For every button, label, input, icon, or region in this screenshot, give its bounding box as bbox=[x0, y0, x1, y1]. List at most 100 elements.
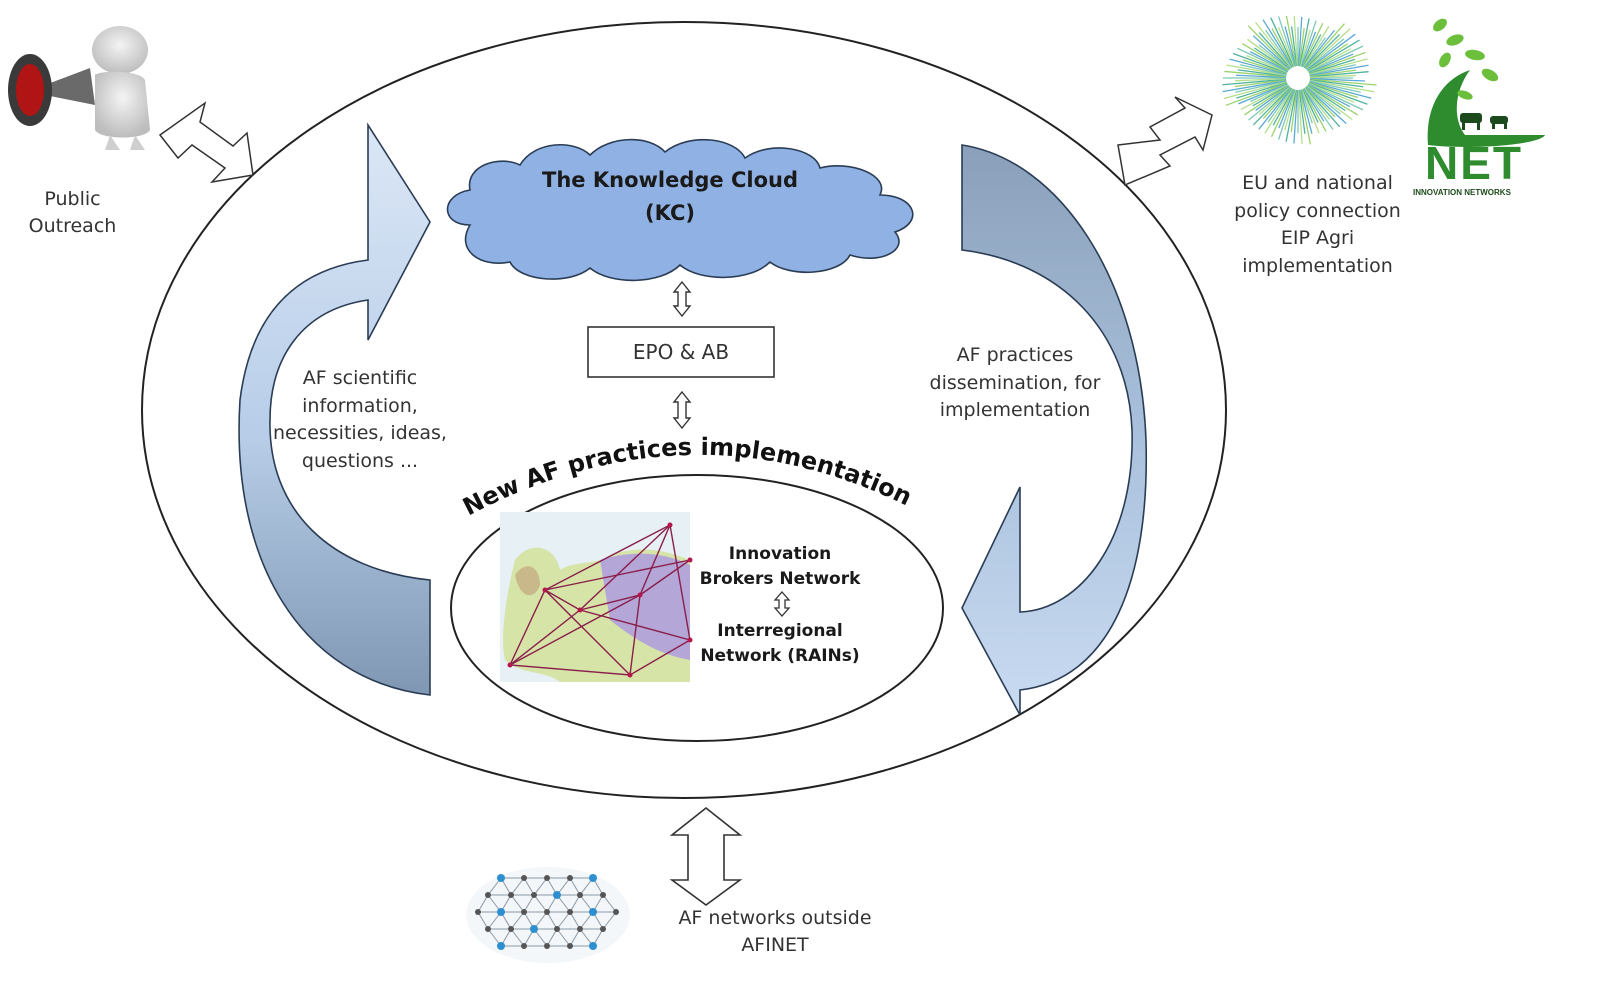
starburst-ray bbox=[1305, 33, 1340, 70]
starburst-ray bbox=[1242, 59, 1287, 75]
double-arrow-epo-inner bbox=[672, 390, 692, 430]
starburst-ray bbox=[1309, 64, 1369, 77]
inner-network-labels: Innovation Brokers Network Interregional… bbox=[680, 542, 880, 669]
starburst-ray bbox=[1236, 74, 1287, 79]
outer-ellipse bbox=[141, 21, 1227, 799]
starburst-ray bbox=[1223, 81, 1287, 100]
starburst-ray bbox=[1306, 33, 1356, 71]
network-link bbox=[569, 877, 581, 896]
starburst-ray bbox=[1234, 79, 1287, 88]
starburst-ray bbox=[1309, 58, 1368, 75]
starburst-ray bbox=[1305, 28, 1351, 70]
knowledge-cloud-title: The Knowledge Cloud (KC) bbox=[470, 168, 870, 226]
starburst-ray bbox=[1299, 89, 1313, 134]
starburst-ray bbox=[1290, 26, 1298, 67]
inner-line3: Interregional bbox=[717, 621, 843, 642]
starburst-ray bbox=[1246, 55, 1288, 74]
network-link bbox=[523, 877, 535, 896]
network-link bbox=[569, 928, 581, 947]
inner-line4: Network (RAINs) bbox=[700, 645, 860, 666]
starburst-ray bbox=[1236, 81, 1287, 99]
public-outreach-label: Public Outreach bbox=[5, 186, 140, 239]
network-link bbox=[510, 928, 525, 947]
double-arrow-inner bbox=[773, 591, 791, 617]
starburst-ray bbox=[1302, 88, 1325, 122]
inner-line2: Brokers Network bbox=[699, 568, 861, 589]
network-link bbox=[523, 894, 535, 913]
starburst-ray bbox=[1303, 37, 1327, 68]
right-arrow-text: AF practices dissemination, for implemen… bbox=[905, 342, 1125, 425]
network-node bbox=[589, 942, 597, 950]
network-link bbox=[510, 877, 525, 896]
starburst-ray bbox=[1307, 84, 1359, 116]
network-node bbox=[497, 908, 505, 916]
starburst-ray bbox=[1304, 23, 1345, 69]
starburst-ray bbox=[1301, 89, 1320, 134]
starburst-ray bbox=[1248, 85, 1290, 121]
starburst-ray bbox=[1278, 89, 1295, 129]
starburst-ray bbox=[1308, 82, 1368, 105]
starburst-ray bbox=[1307, 83, 1351, 108]
left-text-line4: questions ... bbox=[301, 449, 419, 472]
network-node bbox=[530, 925, 538, 933]
public-outreach-line1: Public bbox=[44, 188, 101, 210]
network-node bbox=[508, 892, 514, 898]
starburst-ray bbox=[1225, 82, 1288, 106]
starburst-ray bbox=[1309, 69, 1357, 77]
starburst-ray bbox=[1307, 48, 1352, 73]
network-link bbox=[533, 877, 548, 896]
left-cycle-arrow bbox=[238, 122, 431, 696]
starburst-ray bbox=[1277, 16, 1296, 67]
network-node bbox=[475, 909, 481, 915]
eu-policy-line2: policy connection bbox=[1234, 199, 1401, 222]
afinet-logo-sub: INNOVATION NETWORKS bbox=[1413, 188, 1511, 197]
starburst-ray bbox=[1250, 83, 1288, 102]
double-arrow-public-outreach bbox=[158, 101, 254, 184]
network-node bbox=[521, 943, 527, 949]
network-node bbox=[577, 892, 583, 898]
afinet-logo-image bbox=[1427, 18, 1545, 147]
starburst-ray bbox=[1309, 64, 1357, 76]
starburst-ray bbox=[1235, 80, 1287, 93]
starburst-ray bbox=[1309, 71, 1369, 78]
starburst-ray bbox=[1277, 26, 1295, 67]
starburst-ray bbox=[1305, 86, 1336, 118]
network-node bbox=[553, 891, 561, 899]
bottom-networks-line1: AF networks outside bbox=[678, 907, 872, 929]
starburst-ray bbox=[1299, 29, 1311, 67]
double-arrow-eu-policy bbox=[1117, 96, 1213, 187]
network-link bbox=[602, 911, 617, 930]
starburst-ray bbox=[1298, 89, 1306, 134]
afinet-logo-text: NET INNOVATION NETWORKS bbox=[1413, 140, 1595, 198]
starburst-ray bbox=[1309, 77, 1365, 82]
starburst-ray bbox=[1244, 85, 1290, 116]
starburst-ray bbox=[1267, 88, 1293, 123]
left-text-line2: information, bbox=[302, 394, 418, 417]
starburst-ray bbox=[1306, 85, 1341, 115]
network-node bbox=[567, 875, 573, 881]
right-text-line2: dissemination, for bbox=[929, 371, 1101, 394]
bottom-networks-line2: AFINET bbox=[741, 933, 809, 956]
starburst-ray bbox=[1237, 69, 1287, 77]
starburst-ray bbox=[1301, 88, 1319, 123]
network-node bbox=[497, 942, 505, 950]
eu-policy-line3: EIP Agri bbox=[1280, 227, 1355, 250]
starburst-ray bbox=[1262, 19, 1294, 68]
starburst-ray bbox=[1298, 28, 1305, 67]
starburst-ray bbox=[1304, 87, 1331, 120]
starburst-ray bbox=[1258, 44, 1290, 71]
network-node bbox=[508, 926, 514, 932]
public-outreach-line2: Outreach bbox=[28, 214, 117, 237]
network-node bbox=[600, 926, 606, 932]
starburst-ray bbox=[1241, 42, 1289, 72]
starburst-ray bbox=[1226, 64, 1287, 77]
starburst-ray bbox=[1237, 47, 1288, 73]
starburst-ray bbox=[1252, 35, 1291, 70]
starburst-ray bbox=[1308, 83, 1364, 111]
starburst-ray bbox=[1249, 51, 1289, 73]
starburst-ray bbox=[1299, 89, 1311, 145]
network-node bbox=[544, 875, 550, 881]
starburst-ray bbox=[1302, 34, 1322, 68]
starburst-ray bbox=[1258, 86, 1291, 116]
